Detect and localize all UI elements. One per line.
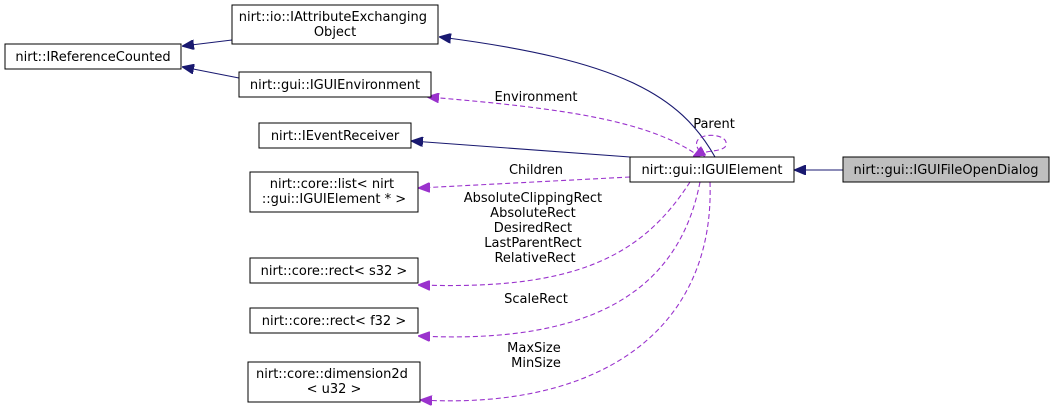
edge-rects-s32: [419, 181, 691, 286]
svg-text:nirt::core::rect< s32 >: nirt::core::rect< s32 >: [261, 264, 408, 279]
node-ireferencecounted[interactable]: nirt::IReferenceCounted: [4, 43, 182, 70]
svg-text:nirt::gui::IGUIElement: nirt::gui::IGUIElement: [642, 163, 783, 178]
edge-iguielement-to-ieventreceiver: [412, 141, 631, 158]
node-iguifileopendialog[interactable]: nirt::gui::IGUIFileOpenDialog: [842, 156, 1050, 183]
node-iattributeexchangingobject[interactable]: nirt::io::IAttributeExchanging Object: [231, 4, 439, 45]
svg-text:nirt::gui::IGUIFileOpenDialog: nirt::gui::IGUIFileOpenDialog: [853, 163, 1038, 178]
edge-iguielement-to-iattributeexchanging: [440, 37, 716, 158]
svg-text:nirt::gui::IGUIEnvironment: nirt::gui::IGUIEnvironment: [250, 78, 420, 93]
svg-text:nirt::IEventReceiver: nirt::IEventReceiver: [271, 129, 400, 144]
edge-iattributeexchanging-to-ireferencecounted: [183, 39, 233, 46]
node-ieventreceiver[interactable]: nirt::IEventReceiver: [258, 122, 412, 149]
svg-text:nirt::IReferenceCounted: nirt::IReferenceCounted: [15, 50, 170, 65]
svg-text:nirt::io::IAttributeExchanging: nirt::io::IAttributeExchanging Object: [239, 10, 431, 40]
svg-text:nirt::core::list< nirt :: nirt::core::list< nirt ::gui::IGUIElemen…: [262, 177, 406, 207]
node-rect-f32[interactable]: nirt::core::rect< f32 >: [249, 307, 419, 334]
edge-label-rect-members: AbsoluteClippingRect AbsoluteRect Desire…: [464, 191, 607, 266]
edge-iguienvironment-to-ireferencecounted: [183, 67, 240, 79]
node-list-iguielement[interactable]: nirt::core::list< nirt ::gui::IGUIElemen…: [249, 171, 419, 213]
edge-label-sizes: MaxSize MinSize: [507, 341, 565, 371]
svg-text:nirt::core::dimension2d: nirt::core::dimension2d < u32 >: [256, 367, 412, 397]
edge-environment: [428, 97, 701, 158]
edge-parent-self-loop: [694, 134, 727, 158]
edge-label-environment: Environment: [494, 90, 577, 105]
node-iguielement[interactable]: nirt::gui::IGUIElement: [629, 156, 795, 183]
node-rect-s32[interactable]: nirt::core::rect< s32 >: [249, 257, 419, 284]
edge-children: [419, 176, 631, 188]
edge-label-parent: Parent: [693, 117, 735, 132]
node-iguienvironment[interactable]: nirt::gui::IGUIEnvironment: [238, 71, 432, 98]
edge-sizes: [421, 181, 711, 401]
edge-label-scalerect: ScaleRect: [504, 292, 568, 307]
edge-scalerect: [419, 181, 701, 337]
node-dimension2d-u32[interactable]: nirt::core::dimension2d < u32 >: [247, 361, 421, 403]
edge-label-children: Children: [509, 163, 563, 178]
svg-text:nirt::core::rect< f32 >: nirt::core::rect< f32 >: [262, 314, 406, 329]
